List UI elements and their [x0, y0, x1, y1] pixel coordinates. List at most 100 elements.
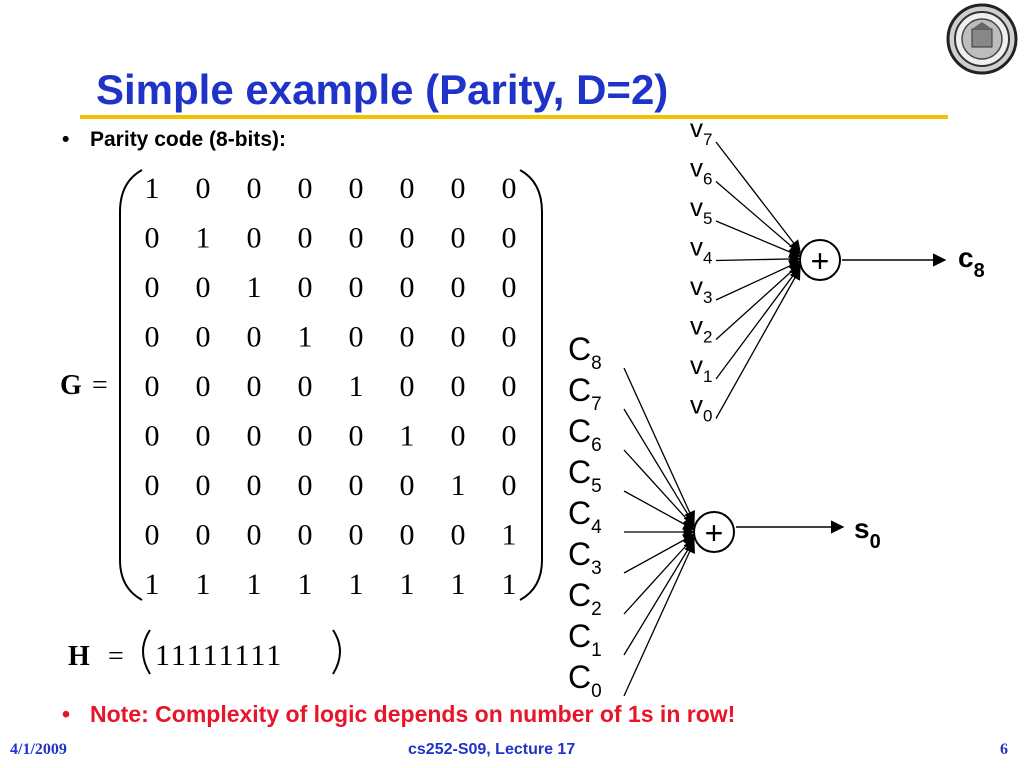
matrix-cell: 0: [247, 321, 262, 354]
checker-operator: +: [705, 515, 724, 551]
matrix-cell: 0: [196, 172, 211, 205]
encoder-input-label: v7: [690, 113, 712, 149]
checker-input-label: C1: [568, 618, 602, 661]
matrix-cell: 0: [196, 271, 211, 304]
matrix-cell: 0: [247, 469, 262, 502]
matrix-cell: 0: [502, 271, 517, 304]
matrix-cell: 0: [400, 222, 415, 255]
matrix-cell: 0: [145, 370, 160, 403]
matrix-cell: 0: [247, 519, 262, 552]
matrix-cell: 0: [502, 321, 517, 354]
matrix-cell: 0: [298, 271, 313, 304]
bullet-parity-code: •Parity code (8-bits):: [62, 128, 286, 152]
checker-input-label: C3: [568, 536, 602, 579]
parity-check-matrix: H = 11111111: [68, 629, 341, 675]
encoder-input-label: v1: [690, 350, 712, 386]
matrix-cell: 0: [349, 172, 364, 205]
matrix-cell: 0: [145, 519, 160, 552]
generator-label: G: [60, 370, 82, 401]
encoder-input-label: v4: [690, 232, 712, 268]
matrix-cell: 0: [451, 172, 466, 205]
matrix-cell: 0: [145, 222, 160, 255]
matrix-cell: 1: [196, 222, 211, 255]
matrix-cell: 0: [298, 469, 313, 502]
matrix-cell: 0: [196, 370, 211, 403]
bullet-text: Note: Complexity of logic depends on num…: [90, 701, 736, 727]
matrix-cell: 0: [145, 469, 160, 502]
checker-input-label: C2: [568, 577, 602, 620]
matrix-cell: 0: [247, 370, 262, 403]
checker-input-wire: [623, 490, 696, 531]
checker-input-label: C8: [568, 331, 602, 374]
title-underline: [80, 115, 948, 119]
matrix-cell: 0: [502, 370, 517, 403]
matrix-cell: 0: [400, 469, 415, 502]
encoder-input-wire: [715, 262, 801, 340]
matrix-cell: 1: [451, 469, 466, 502]
checker-input-wire: [623, 367, 695, 524]
matrix-cell: 1: [502, 568, 517, 601]
encoder-input-wire: [715, 220, 802, 258]
slide-title: Simple example (Parity, D=2): [96, 66, 669, 113]
matrix-cell: 0: [502, 172, 517, 205]
matrix-cell: 0: [196, 469, 211, 502]
matrix-cell: 1: [400, 568, 415, 601]
h-right-paren: [332, 629, 341, 675]
matrix-cell: 0: [451, 321, 466, 354]
matrix-cell: 0: [451, 519, 466, 552]
matrix-cell: 1: [145, 568, 160, 601]
parity-check-equals: =: [108, 641, 124, 672]
checker-input-wire: [623, 538, 695, 656]
encoder-operator: +: [811, 243, 830, 279]
checker-output-label: s0: [854, 513, 881, 553]
matrix-cell: 0: [349, 222, 364, 255]
matrix-cell: 0: [349, 321, 364, 354]
matrix-cell: 1: [298, 321, 313, 354]
matrix-cell: 1: [400, 420, 415, 453]
parity-check-label: H: [68, 641, 90, 672]
encoder-input-label: v3: [690, 271, 712, 307]
footer-course: cs252-S09, Lecture 17: [408, 741, 576, 758]
matrix-cell: 0: [298, 222, 313, 255]
checker-input-label: C7: [568, 372, 602, 415]
matrix-cell: 0: [196, 519, 211, 552]
checker-input-label: C4: [568, 495, 602, 538]
matrix-cell: 1: [247, 271, 262, 304]
checker-xor-gate: [693, 511, 735, 553]
encoder-input-wire: [715, 267, 801, 419]
matrix-cell: 0: [502, 469, 517, 502]
bullet-text: Parity code (8-bits):: [90, 128, 287, 151]
matrix-cell: 0: [298, 420, 313, 453]
matrix-cell: 0: [400, 519, 415, 552]
encoder-input-wire: [715, 181, 801, 255]
encoder-input-label: v6: [690, 153, 712, 189]
matrix-cell: 0: [298, 519, 313, 552]
generator-equals: =: [92, 370, 108, 401]
matrix-cell: 0: [400, 370, 415, 403]
encoder-input-wire: [715, 253, 802, 265]
matrix-cell: 0: [502, 222, 517, 255]
encoder-input-wire: [715, 141, 801, 253]
matrix-cell: 0: [451, 222, 466, 255]
encoder-input-label: v0: [690, 390, 712, 426]
encoder-input-wire: [715, 265, 801, 380]
generator-matrix: G = 1 0 0 0 0 0 0 0 0 1 0 0 0 0 0 0 0 0 1 0 0 0 0 0 0 0 0 1 0 0 0 0 0 0 0 0…: [60, 169, 543, 601]
matrix-cell: 0: [298, 172, 313, 205]
matrix-cell: 0: [247, 222, 262, 255]
matrix-cell: 0: [400, 271, 415, 304]
matrix-cell: 1: [145, 172, 160, 205]
matrix-cell: 0: [196, 420, 211, 453]
matrix-cell: 0: [502, 420, 517, 453]
checker-input-wire: [623, 449, 695, 528]
matrix-cell: 1: [502, 519, 517, 552]
matrix-cell: 0: [196, 321, 211, 354]
matrix-cell: 1: [247, 568, 262, 601]
checker-input-wire: [623, 540, 695, 697]
matrix-cell: 0: [145, 321, 160, 354]
right-bracket: [519, 169, 543, 601]
matrix-cell: 0: [298, 370, 313, 403]
checker-input-wire: [623, 536, 695, 615]
